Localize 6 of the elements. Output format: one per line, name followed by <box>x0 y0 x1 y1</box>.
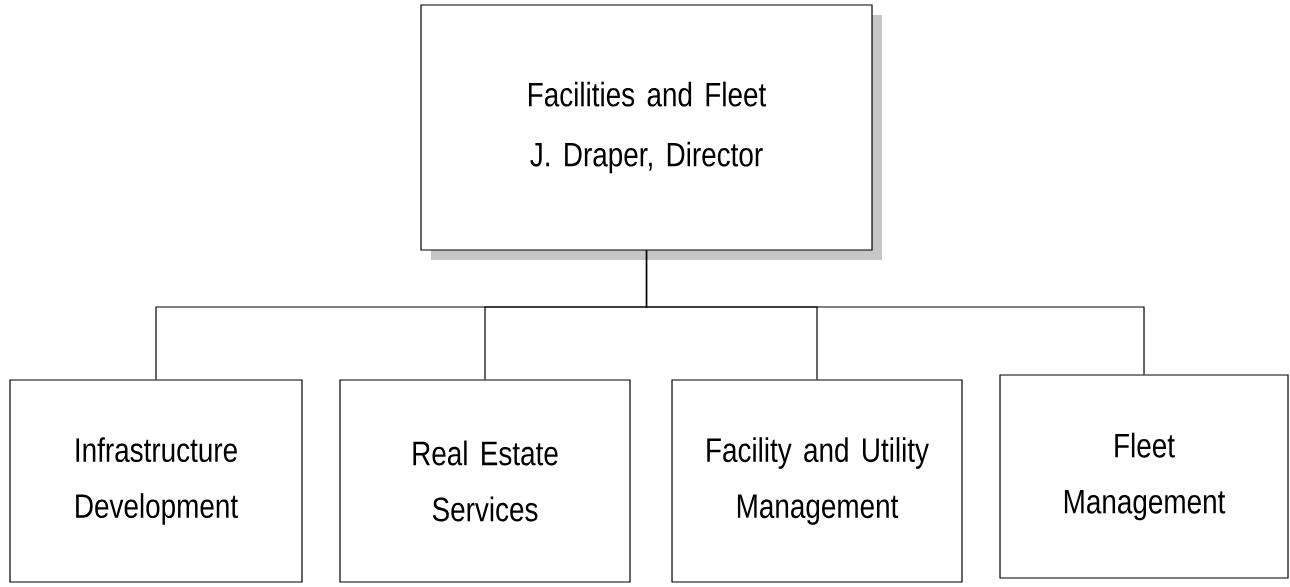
unit-box: Facility and Utility Management <box>671 379 963 583</box>
unit-box: Real Estate Services <box>339 379 631 583</box>
director-box: Facilities and Fleet J. Draper, Director <box>420 4 882 260</box>
unit-box: Infrastructure Development <box>9 379 303 583</box>
unit-box: Fleet Management <box>999 374 1289 579</box>
connector-line <box>645 250 1145 375</box>
